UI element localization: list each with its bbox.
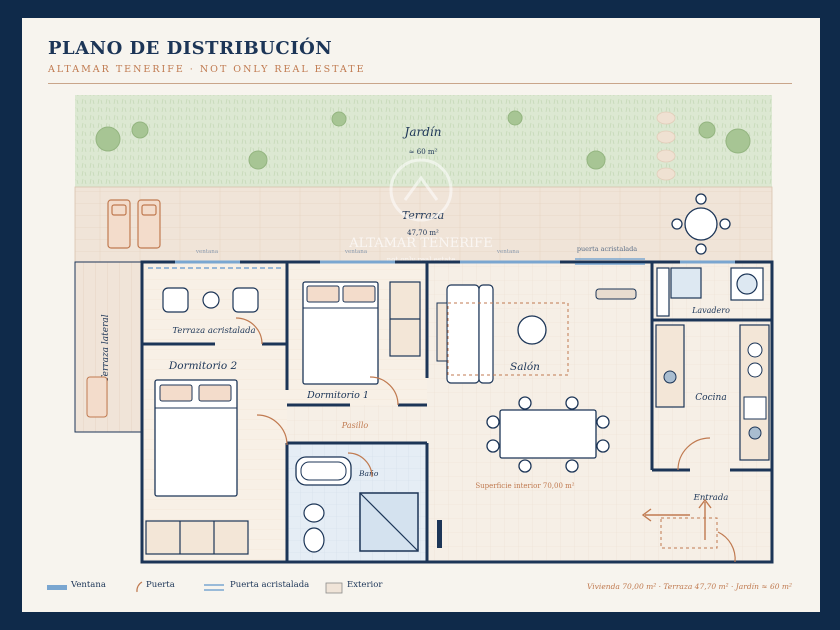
door-swing-icon (235, 317, 263, 345)
tv-unit-icon (595, 288, 637, 300)
bathtub-icon (295, 456, 352, 486)
hallway-label: Pasillo (341, 421, 369, 430)
glass-door (575, 258, 645, 265)
title-divider (48, 83, 792, 84)
legend-glass-door-label: Puerta acristalada (230, 580, 310, 590)
toilet-icon (303, 503, 325, 553)
window-label: ventana (344, 249, 368, 255)
watermark-tagline: not only real estate (387, 256, 456, 264)
garden-shrubs (95, 110, 751, 170)
garden-area (75, 95, 772, 187)
stepping-stones (656, 111, 676, 181)
sofa-icon (446, 284, 494, 384)
window-label: ventana (496, 249, 520, 255)
kitchen-label: Cocina (695, 393, 726, 403)
legend-door-icon (136, 581, 143, 593)
interior-area-label: Superficie interior 70,00 m² (475, 482, 574, 490)
side-terrace-label: Terraza lateral (101, 314, 111, 381)
bedroom1-label: Dormitorio 1 (306, 390, 369, 401)
side-terrace-area (74, 261, 143, 433)
terrace-area-label: 47,70 m² (407, 229, 439, 237)
doormat-icon (660, 517, 718, 549)
coffee-table-icon (517, 315, 547, 345)
bathroom-label: Baño (358, 469, 379, 478)
watermark-logo (389, 158, 453, 222)
area-summary: Vivienda 70,00 m² · Terraza 47,70 m² · J… (587, 582, 792, 591)
door-swing-icon (347, 452, 373, 478)
door-swing-icon (256, 414, 288, 446)
legend-window-swatch (47, 585, 67, 590)
dining-table-icon (486, 396, 610, 473)
living-room-label: Salón (510, 361, 540, 373)
page-subtitle: ALTAMAR TENERIFE · NOT ONLY REAL ESTATE (48, 64, 366, 75)
walls (140, 260, 774, 564)
legend-exterior-swatch (325, 582, 343, 594)
sun-lounger-icon (107, 199, 161, 249)
bedroom2-label: Dormitorio 2 (168, 360, 238, 372)
washing-machine-icon (656, 267, 764, 317)
wardrobe-icon (389, 281, 421, 357)
garden-area-label: ≈ 60 m² (409, 148, 438, 156)
watermark-brand: ALTAMAR TENERIFE (348, 236, 492, 251)
double-bed-icon (154, 379, 238, 497)
fridge-icon (743, 396, 767, 420)
page-title: PLANO DE DISTRIBUCIÓN (48, 38, 333, 59)
stove-icon (747, 342, 763, 378)
glazed-terrace-label: Terraza acristalada (172, 326, 255, 336)
patio-furniture-icon (162, 287, 259, 313)
legend-glass-door-swatch (204, 584, 224, 591)
side-table-icon (436, 302, 448, 362)
hallway-floor (287, 405, 427, 443)
entrance-label: Entrada (693, 493, 729, 503)
window-label: ventana (195, 249, 219, 255)
arrow-left-icon (641, 508, 690, 522)
legend-exterior-label: Exterior (347, 580, 383, 590)
rug-icon (447, 302, 569, 376)
door-swing-icon (677, 437, 711, 471)
sink-icon (748, 426, 762, 440)
door-swing-icon (717, 531, 736, 563)
garden-label: Jardín (402, 125, 442, 139)
double-bed-icon (302, 281, 379, 385)
laundry-label: Lavadero (691, 306, 730, 315)
shower-icon (359, 492, 419, 552)
wardrobe-icon (145, 520, 249, 555)
wall-stub (437, 520, 442, 548)
terrace-area (74, 186, 773, 263)
outdoor-table-icon (671, 193, 731, 255)
legend-door-label: Puerta (146, 580, 175, 590)
door-swing-icon (369, 376, 399, 406)
sink-icon (663, 370, 677, 384)
legend-window-label: Ventana (71, 580, 106, 590)
side-lounger-icon (86, 376, 108, 418)
arrow-up-icon (698, 498, 712, 540)
glass-door-label: puerta acristalada (577, 245, 637, 253)
